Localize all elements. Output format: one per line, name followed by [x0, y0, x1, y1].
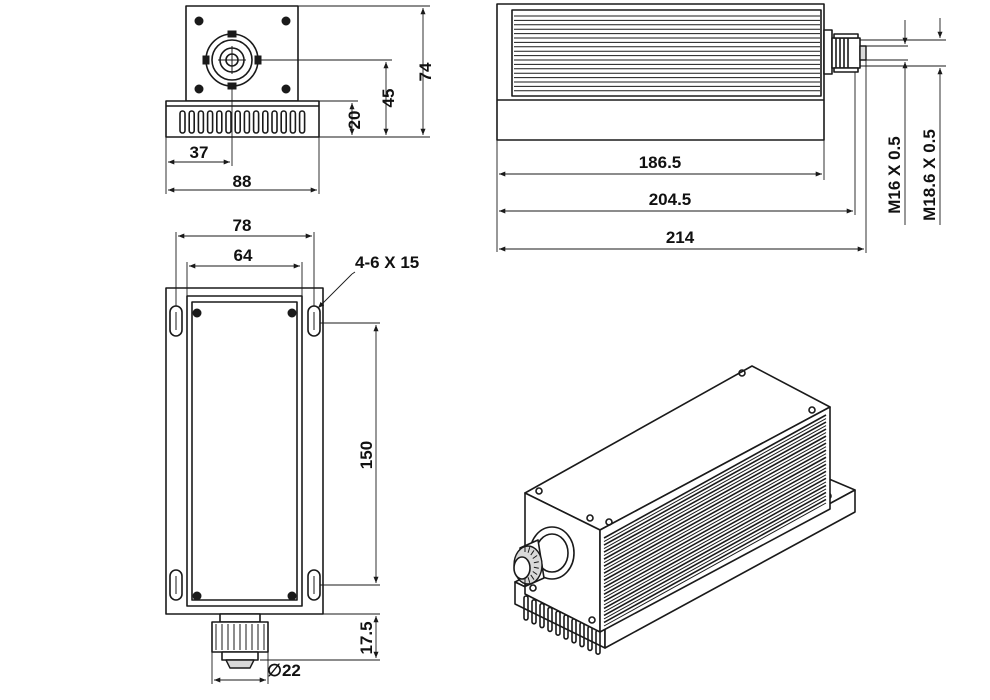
heatsink-fins-icon: [523, 595, 601, 656]
top-view: 78 64 4-6 X 15 150 17.5 ∅22: [165, 216, 419, 684]
dim-slots: 4-6 X 15: [355, 253, 419, 272]
mount-slot-icon: [169, 569, 183, 601]
screw-icon: [194, 16, 204, 26]
end-view: 74 45 20 37 88: [165, 5, 435, 194]
dim-height-total: 74: [416, 62, 435, 81]
screw-icon: [281, 16, 291, 26]
dim-diameter: ∅22: [267, 661, 301, 680]
dim-len-body: 186.5: [639, 153, 682, 172]
screw-icon: [194, 84, 204, 94]
screw-icon: [287, 591, 297, 601]
heatsink-fins-icon: [603, 414, 827, 627]
side-view: 186.5 204.5 214 M16 X 0.5 M18.6 X 0.5: [496, 3, 946, 253]
dim-front-offset: 17.5: [357, 621, 376, 654]
side-connector-icon: [823, 29, 867, 75]
top-connector-icon: [211, 613, 269, 669]
dim-center-height: 45: [379, 89, 398, 108]
iso-connector-icon: [513, 526, 575, 587]
screw-icon: [281, 84, 291, 94]
top-view-body: [186, 295, 303, 607]
heatsink-fins-icon: [179, 110, 306, 134]
dim-len-mid: 204.5: [649, 190, 692, 209]
end-view-base: [165, 100, 320, 138]
dim-thread-2: M18.6 X 0.5: [920, 129, 939, 221]
screw-icon: [287, 308, 297, 318]
dim-width-outer: 78: [233, 216, 252, 235]
dim-len-total: 214: [666, 228, 695, 247]
dim-width-inner: 64: [234, 246, 253, 265]
dim-center-offset: 37: [190, 143, 209, 162]
heatsink-fins-icon: [514, 15, 820, 92]
dim-base-height: 20: [345, 111, 364, 130]
screw-icon: [192, 308, 202, 318]
dim-thread-1: M16 X 0.5: [885, 136, 904, 214]
isometric-view: [513, 365, 856, 656]
screw-icon: [192, 591, 202, 601]
dim-hole-pitch: 150: [357, 441, 376, 469]
side-view-housing: [496, 3, 825, 141]
dim-width: 88: [233, 172, 252, 191]
